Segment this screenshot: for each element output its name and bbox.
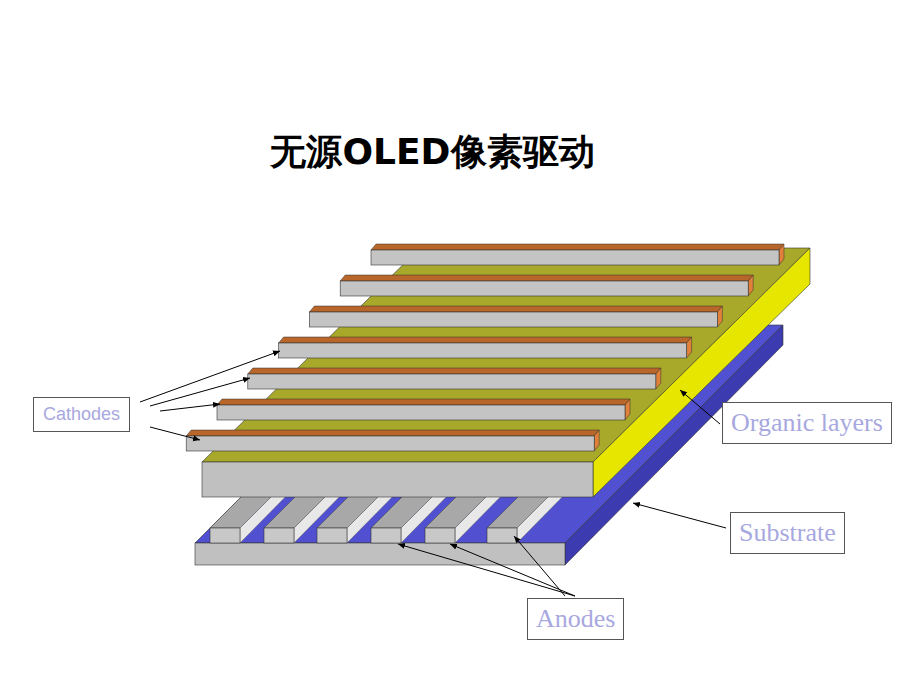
cathode-front (279, 343, 687, 358)
organic-layers (202, 248, 810, 497)
cathode-end (656, 368, 661, 389)
cathode-end (687, 337, 692, 358)
anode-front (264, 528, 294, 543)
cathode-top (309, 306, 722, 312)
cathode-top (186, 430, 599, 436)
cathode-end (748, 275, 753, 296)
anode-front (371, 528, 401, 543)
cathode-end (779, 244, 784, 265)
cathode-end (594, 430, 599, 451)
cathode-front (340, 281, 748, 296)
cathode-end (625, 399, 630, 420)
cathode-strips (186, 244, 784, 451)
callout-box: Organic layers (722, 402, 892, 444)
part-label: Organic layers (731, 408, 883, 438)
cathode-front (186, 436, 594, 451)
cathode-top (217, 399, 630, 405)
anode-front (425, 528, 455, 543)
anode-front (487, 528, 517, 543)
part-label: Substrate (739, 518, 836, 548)
anode-front (317, 528, 347, 543)
part-label: Anodes (536, 604, 615, 634)
cathode-top (279, 337, 692, 343)
part-label: Cathodes (43, 404, 120, 425)
cathode-top (340, 275, 753, 281)
callout-box: Anodes (527, 598, 624, 640)
slide-title: 无源OLED像素驱动 (0, 128, 865, 177)
callout-box: Substrate (730, 512, 845, 554)
cathode-front (217, 405, 625, 420)
cathode-top (371, 244, 784, 250)
cathode-front (248, 374, 656, 389)
cathode-end (717, 306, 722, 327)
callout-box: Cathodes (33, 397, 130, 432)
cathode-top (248, 368, 661, 374)
leader-lines (140, 351, 726, 596)
cathode-front (371, 250, 779, 265)
anode-front (210, 528, 240, 543)
cathode-front (309, 312, 717, 327)
